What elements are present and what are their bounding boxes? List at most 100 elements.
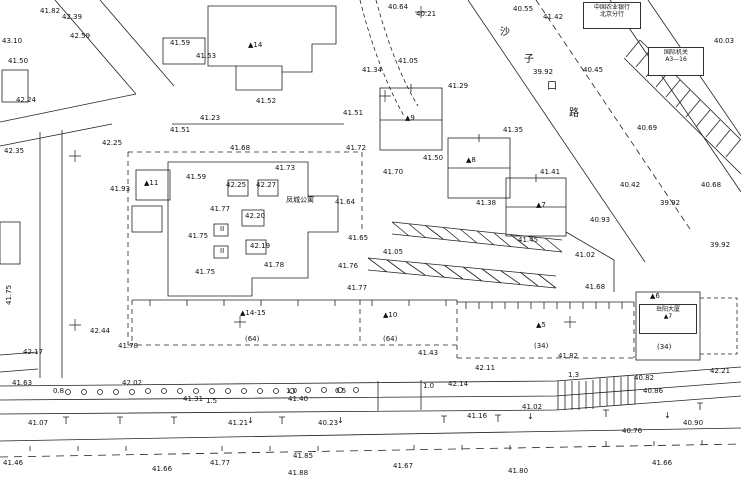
elevation-label: 40.93 (590, 216, 611, 224)
elevation-label: 41.78 (264, 261, 285, 269)
elevation-label: 41.75 (188, 232, 209, 240)
elevation-label: 41.51 (343, 109, 364, 117)
bank-name-box: 中国农业银行 北京分行 (583, 2, 641, 29)
elevation-label: 41.75 (5, 284, 13, 305)
building-mark: II (220, 225, 225, 233)
road-name-char: 子 (524, 54, 534, 65)
elevation-label: 39.92 (533, 68, 554, 76)
road-name-char: 沙 (500, 27, 510, 38)
elevation-label: 41.16 (467, 412, 488, 420)
road-tick-symbols (29, 440, 703, 451)
dimension-label: 0.5 (335, 387, 347, 395)
elevation-label: 41.67 (393, 462, 414, 470)
elevation-label: 42.24 (16, 96, 37, 104)
elevation-label: 41.76 (338, 262, 359, 270)
elevation-label: 41.02 (575, 251, 596, 259)
building-mark: ▲8 (466, 156, 476, 164)
tower-name-box: 岳阳大厦 ▲7 (639, 304, 697, 334)
elevation-label: 42.25 (226, 181, 247, 189)
building-mark: ▲5 (536, 321, 546, 329)
elevation-label: 41.02 (522, 403, 543, 411)
unit-count: (64) (245, 335, 260, 343)
elevation-label: 41.72 (346, 144, 367, 152)
elevation-label: 42.39 (62, 13, 83, 21)
elevation-label: 41.59 (170, 39, 191, 47)
elevation-label: 41.35 (503, 126, 524, 134)
unit-count: (34) (534, 342, 549, 350)
flow-arrow: ↓ (664, 411, 671, 420)
elevation-label: 41.05 (383, 248, 404, 256)
building-mark: ▲14 (248, 41, 263, 49)
survey-crosses (69, 6, 576, 331)
elevation-label: 41.80 (508, 467, 529, 475)
building-mark: ▲6 (650, 292, 660, 300)
elevation-label: 40.82 (634, 374, 655, 382)
elevation-label: 41.31 (183, 395, 204, 403)
building-mark: ▲11 (144, 179, 159, 187)
road-name-char: 口 (547, 81, 557, 92)
elevation-label: 42.17 (23, 348, 44, 356)
elevation-label: 41.70 (383, 168, 404, 176)
bank-name-line1: 中国农业银行 (593, 4, 630, 11)
elevation-label: 41.21 (228, 419, 249, 427)
elevation-label: 43.10 (2, 37, 23, 45)
place-name: 凤城公寓 (286, 196, 314, 204)
buildings-linework (0, 5, 738, 361)
elevation-label: 40.64 (388, 3, 409, 11)
elevation-label: 41.77 (347, 284, 368, 292)
elevation-label: 41.85 (293, 452, 314, 460)
tree-symbols (65, 387, 359, 395)
building-mark: ▲10 (383, 311, 398, 319)
building-mark: II (220, 247, 225, 255)
elevation-label: 41.82 (558, 352, 579, 360)
elevation-label: 41.93 (110, 185, 131, 193)
dimension-label: 0.8 (53, 387, 65, 395)
elevation-label: 41.23 (200, 114, 221, 122)
elevation-label: 41.66 (152, 465, 173, 473)
building-mark: ▲14-15 (240, 309, 266, 317)
elevation-label: 41.50 (423, 154, 444, 162)
elevation-label: 41.68 (585, 283, 606, 291)
tower-name-line2: ▲7 (663, 312, 673, 320)
elevation-label: 42.44 (90, 327, 111, 335)
elevation-label: 42.25 (102, 139, 123, 147)
elevation-label: 41.64 (335, 198, 356, 206)
office-name-line1: 国际机关 (663, 49, 688, 56)
elevation-label: 41.66 (652, 459, 673, 467)
building-mark: ▲9 (405, 114, 415, 122)
elevation-label: 42.59 (70, 32, 91, 40)
elevation-label: 42.14 (448, 380, 469, 388)
elevation-label: 41.50 (8, 57, 29, 65)
roads-linework (0, 0, 741, 458)
elevation-label: 40.69 (637, 124, 658, 132)
elevation-label: 41.53 (196, 52, 217, 60)
elevation-label: 41.73 (275, 164, 296, 172)
elevation-label: 42.20 (245, 212, 266, 220)
elevation-label: 42.35 (4, 147, 25, 155)
elevation-label: 41.07 (28, 419, 49, 427)
unit-count: (34) (657, 343, 672, 351)
elevation-label: 41.78 (118, 342, 139, 350)
elevation-label: 40.23 (318, 419, 339, 427)
elevation-label: 40.42 (620, 181, 641, 189)
elevation-label: 42.27 (256, 181, 277, 189)
unit-count: (64) (383, 335, 398, 343)
elevation-label: 41.77 (210, 459, 231, 467)
elevation-label: 39.92 (710, 241, 731, 249)
elevation-label: 39.92 (660, 199, 681, 207)
elevation-label: 40.68 (701, 181, 722, 189)
office-name-box: 国际机关 A3—16 (648, 47, 704, 76)
elevation-label: 42.21 (710, 367, 731, 375)
lamp-symbols (63, 402, 703, 424)
elevation-label: 41.43 (418, 349, 439, 357)
elevation-label: 41.38 (476, 199, 497, 207)
elevation-label: 41.77 (210, 205, 231, 213)
elevation-label: 41.52 (256, 97, 277, 105)
elevation-label: 40.45 (583, 66, 604, 74)
elevation-label: 41.29 (448, 82, 469, 90)
flow-arrow: ↓ (337, 416, 344, 425)
elevation-label: 40.86 (643, 387, 664, 395)
bank-name-line2: 北京分行 (599, 10, 624, 18)
